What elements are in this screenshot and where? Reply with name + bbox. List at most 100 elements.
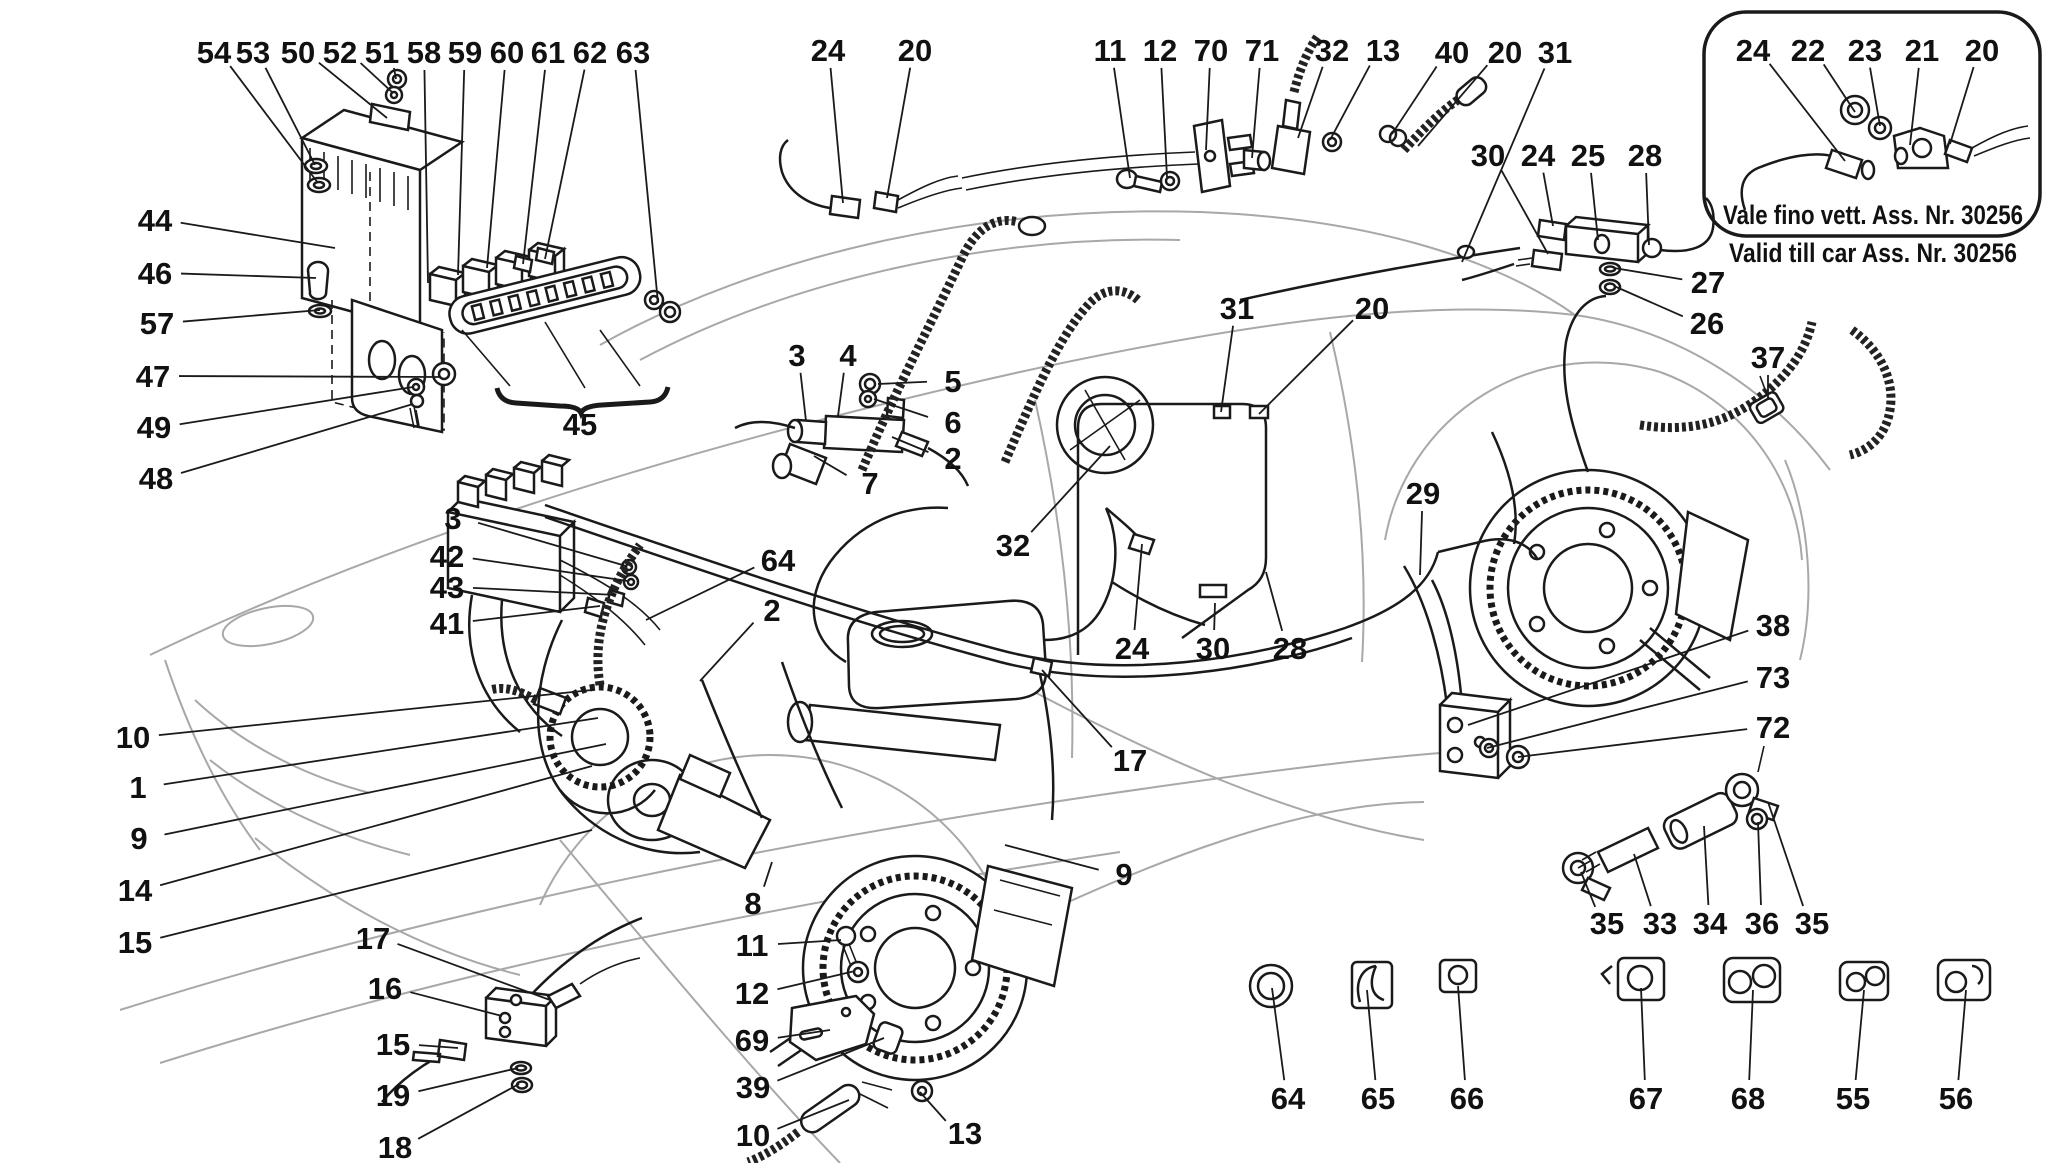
callout-37: 37 xyxy=(1751,340,1785,375)
leader-line-57 xyxy=(182,309,321,323)
callout-33: 33 xyxy=(1643,906,1677,941)
callout-29: 29 xyxy=(1406,476,1440,511)
leader-line-27 xyxy=(1613,267,1683,281)
callout-11: 11 xyxy=(1094,33,1127,68)
leader-line-15 xyxy=(160,829,593,939)
leader-line-55 xyxy=(1854,989,1865,1081)
callout-64: 64 xyxy=(761,543,796,578)
leader-line-10 xyxy=(777,1099,850,1130)
leader-line-28 xyxy=(1645,172,1650,246)
callout-60: 60 xyxy=(490,35,524,70)
leader-line-21 xyxy=(1909,67,1920,146)
bleed-screw-set xyxy=(1561,745,1780,902)
leader-line-60 xyxy=(486,69,506,269)
callout-48: 48 xyxy=(139,461,173,496)
round-unit xyxy=(1055,375,1155,475)
callout-35: 35 xyxy=(1795,906,1829,941)
callout-14: 14 xyxy=(118,873,153,908)
leader-line-58 xyxy=(423,69,429,284)
leader-line-49 xyxy=(179,386,414,426)
callout-23: 23 xyxy=(1848,33,1882,68)
callout-16: 16 xyxy=(368,971,402,1006)
leader-line-13 xyxy=(1329,65,1371,141)
bracket-45 xyxy=(494,386,671,420)
callout-20: 20 xyxy=(1355,291,1389,326)
leader-line-9 xyxy=(1004,844,1099,871)
leader-line-12 xyxy=(777,970,856,991)
callout-13: 13 xyxy=(1366,33,1400,68)
callout-19: 19 xyxy=(376,1078,410,1113)
leader-line-64 xyxy=(1271,987,1286,1081)
callout-58: 58 xyxy=(407,35,441,70)
leader-line-35 xyxy=(1767,801,1804,907)
leader-line-11 xyxy=(777,939,842,945)
leader-line-43 xyxy=(472,586,617,596)
leader-line-30 xyxy=(1213,602,1216,631)
callout-12: 12 xyxy=(1143,33,1177,68)
sensor-bracket-69 xyxy=(788,994,876,1062)
callout-57: 57 xyxy=(140,306,174,341)
leader-line-13 xyxy=(919,1091,947,1122)
leader-line-28 xyxy=(1265,571,1284,632)
callout-22: 22 xyxy=(1791,33,1825,68)
relay-fuse-assembly xyxy=(428,241,682,420)
callout-63: 63 xyxy=(616,35,650,70)
callout-38: 38 xyxy=(1756,608,1790,643)
proportioning-valve-16 xyxy=(411,957,641,1094)
callout-10: 10 xyxy=(116,720,150,755)
leader-line-2 xyxy=(699,622,755,682)
rear-brake-disc xyxy=(1468,468,1750,708)
callout-25: 25 xyxy=(1571,138,1605,173)
callout-65: 65 xyxy=(1361,1081,1395,1116)
pressure-switch-assembly xyxy=(734,372,970,487)
callout-20: 20 xyxy=(898,33,932,68)
pipe-clip-row xyxy=(1248,956,1992,1010)
callout-2: 2 xyxy=(763,593,780,628)
leader-line-61 xyxy=(522,69,546,265)
leader-line-32 xyxy=(1297,66,1324,139)
leader-line-68 xyxy=(1748,989,1754,1081)
leader-line-24 xyxy=(1542,172,1554,227)
callout-49: 49 xyxy=(137,410,171,445)
callout-64: 64 xyxy=(1271,1081,1306,1116)
hose-fitting-17 xyxy=(1029,656,1054,678)
callout-67: 67 xyxy=(1629,1081,1663,1116)
leader-line-7 xyxy=(813,455,848,476)
callout-68: 68 xyxy=(1731,1081,1765,1116)
leader-line-15 xyxy=(418,1044,459,1049)
callout-40: 40 xyxy=(1435,35,1469,70)
leader-line-53 xyxy=(264,67,316,166)
callout-21: 21 xyxy=(1905,33,1939,68)
callout-45: 45 xyxy=(563,407,597,442)
leader-line-35 xyxy=(1580,871,1597,908)
callout-27: 27 xyxy=(1691,265,1725,300)
leader-line-12 xyxy=(1160,67,1168,178)
leader-line-51 xyxy=(393,67,397,80)
callout-52: 52 xyxy=(323,35,357,70)
tee-30 xyxy=(1198,583,1228,599)
leader-line-14 xyxy=(159,765,593,887)
leader-line-25 xyxy=(1590,172,1599,241)
callout-7: 7 xyxy=(861,466,878,501)
callout-66: 66 xyxy=(1450,1081,1484,1116)
leader-line-11 xyxy=(1113,67,1131,179)
callout-39: 39 xyxy=(736,1070,770,1105)
callout-72: 72 xyxy=(1756,710,1790,745)
leader-line-1 xyxy=(163,717,599,786)
callout-34: 34 xyxy=(1693,906,1728,941)
callout-6: 6 xyxy=(944,405,961,440)
callout-51: 51 xyxy=(365,35,399,70)
leader-line-34 xyxy=(1703,825,1710,906)
leader-line-19 xyxy=(418,1067,519,1093)
callout-15: 15 xyxy=(118,925,152,960)
leader-line-52 xyxy=(359,62,394,94)
leader-line-17 xyxy=(1041,669,1113,748)
callout-55: 55 xyxy=(1836,1081,1870,1116)
leader-line-17 xyxy=(397,943,551,1001)
leader-line-32 xyxy=(1030,445,1111,533)
callout-47: 47 xyxy=(136,359,170,394)
leader-line-64 xyxy=(645,566,755,621)
cover-tab-50 xyxy=(368,102,412,132)
